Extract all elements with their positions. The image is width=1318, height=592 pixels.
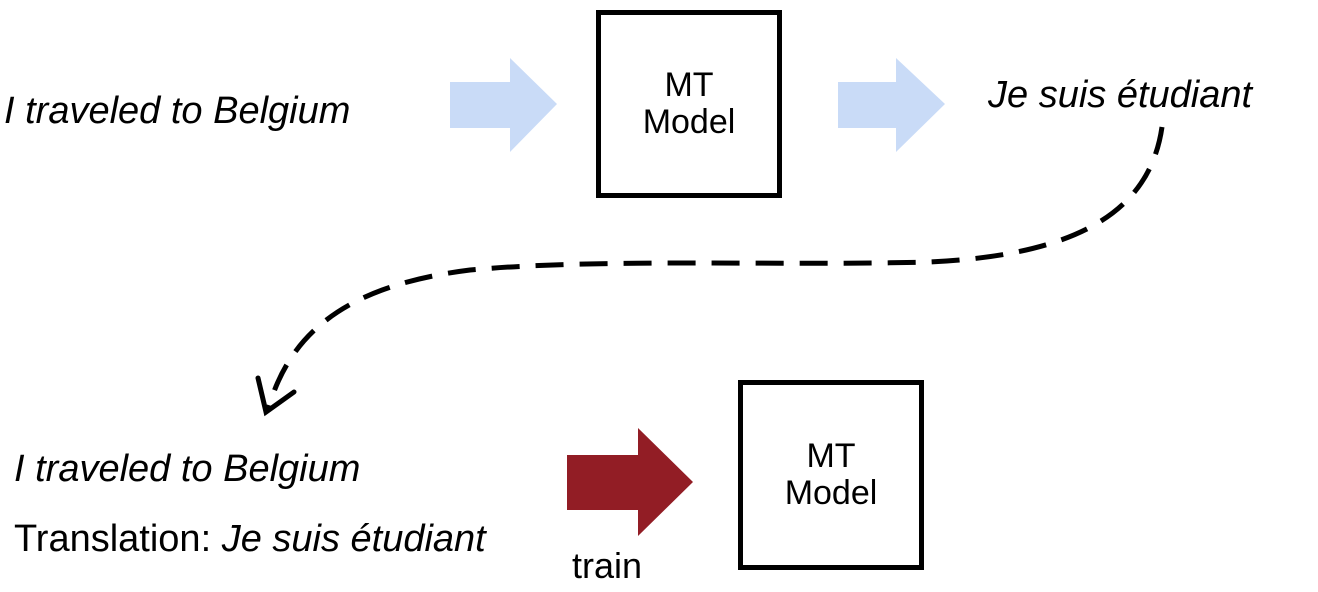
top-mt-model-box: MT Model [596, 10, 782, 198]
translation-text: Je suis étudiant [221, 518, 486, 560]
bottom-source-sentence: I traveled to Belgium [14, 448, 361, 490]
bottom-mt-model-box: MT Model [738, 380, 924, 570]
dashed-connector [265, 126, 1165, 411]
train-arrow [567, 428, 693, 536]
top-model-label-line1: MT [664, 65, 714, 104]
top-output-arrow [838, 58, 945, 152]
top-input-arrow [450, 58, 557, 152]
bottom-model-label-line2: Model [784, 474, 878, 512]
training-pair-line: Translation: Je suis étudiant [14, 520, 486, 558]
train-label: train [572, 545, 643, 586]
top-model-label-line2: Model [642, 103, 736, 141]
top-source-sentence: I traveled to Belgium [4, 90, 351, 132]
translation-prefix: Translation: [14, 518, 222, 560]
bottom-model-label-line1: MT [806, 436, 856, 475]
top-output-sentence: Je suis étudiant [988, 74, 1253, 116]
dashed-connector-arrowhead [255, 375, 297, 417]
